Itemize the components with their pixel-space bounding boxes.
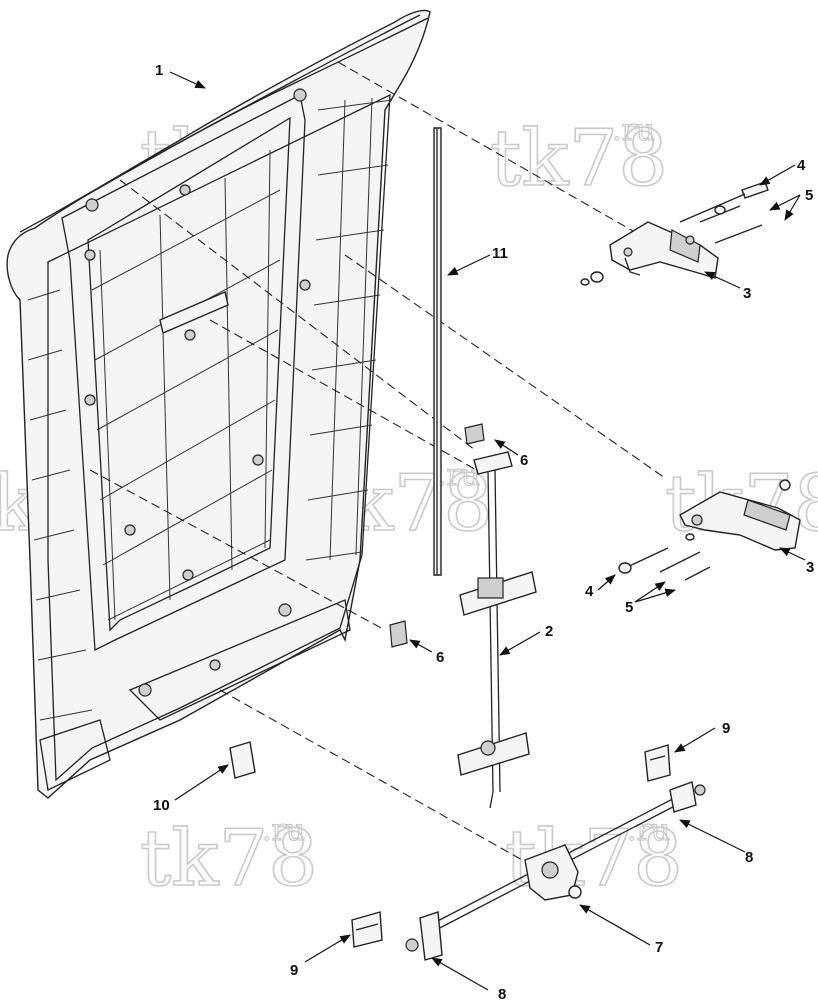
callout-8-right: 8	[745, 849, 753, 866]
callout-5-upper: 5	[805, 187, 813, 204]
watermark-2: tk78 .ru	[489, 112, 668, 204]
hood-grid	[91, 149, 281, 621]
hood-bolt-bosses	[84, 88, 311, 697]
watermark-6: tk78 .ru	[139, 812, 318, 904]
hood-ribs-left	[27, 289, 93, 721]
seal-strip	[433, 127, 442, 576]
upper-hinge	[609, 221, 719, 279]
hood-ribs-right	[305, 97, 393, 561]
svg-text:.ru: .ru	[612, 113, 655, 148]
svg-text:tk78: tk78	[490, 114, 668, 204]
latch-assembly	[524, 844, 582, 901]
callout-7: 7	[655, 939, 663, 956]
svg-text:.ru: .ru	[437, 458, 480, 493]
latch-linkage	[405, 781, 706, 961]
latch-bracket-left	[351, 911, 383, 948]
callout-5-mid: 5	[625, 599, 633, 616]
callout-9-right: 9	[722, 720, 730, 737]
callout-4-upper: 4	[797, 157, 806, 174]
upper-hinge-bolts	[580, 181, 769, 286]
callout-8-left: 8	[498, 986, 506, 1000]
callout-labels: 1 11 3 4 5 6 3 4 5 2 6 9 8 7 8 9 10	[153, 62, 814, 1000]
callout-4-mid: 4	[585, 583, 594, 600]
leader-lines	[169, 71, 806, 991]
callout-1: 1	[155, 62, 163, 79]
cover-plate	[229, 741, 256, 779]
callout-6-lower: 6	[436, 649, 444, 666]
rubber-bumper-upper	[464, 423, 485, 445]
rubber-bumper-lower	[389, 620, 408, 648]
latch-rod	[457, 451, 537, 809]
latch-bracket-right	[644, 744, 671, 782]
mid-hinge	[679, 479, 801, 551]
callout-2: 2	[545, 623, 553, 640]
callout-10: 10	[153, 797, 170, 814]
callout-9-left: 9	[290, 962, 298, 979]
svg-text:tk78: tk78	[140, 814, 318, 904]
svg-text:.ru: .ru	[627, 813, 670, 848]
hood-panel	[6, 9, 431, 799]
callout-3-mid: 3	[806, 559, 814, 576]
mid-hinge-bolts	[618, 533, 711, 581]
callout-3-upper: 3	[743, 285, 751, 302]
callout-11: 11	[492, 245, 508, 262]
callout-6-upper: 6	[520, 452, 528, 469]
svg-text:.ru: .ru	[262, 813, 305, 848]
